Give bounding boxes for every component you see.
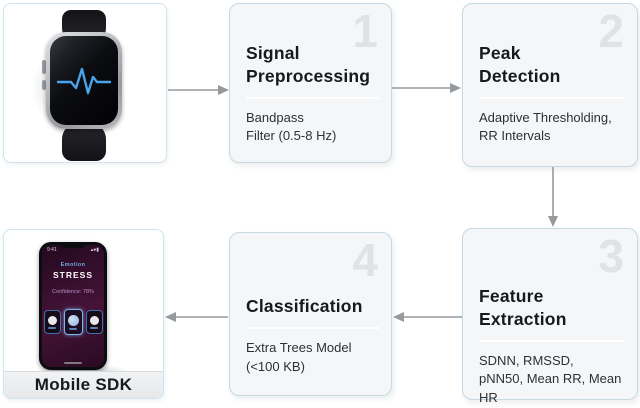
step-subtitle: Extra Trees Model (<100 KB) bbox=[246, 339, 352, 374]
arrow-step2-to-step3 bbox=[548, 167, 558, 227]
step-title: Feature Extraction bbox=[479, 286, 567, 329]
emotion-card-row bbox=[43, 309, 103, 335]
step-box-signal-preprocessing: 1 Signal Preprocessing Bandpass Filter (… bbox=[229, 3, 392, 163]
status-icons: ▴●▮ bbox=[90, 247, 99, 253]
emotion-card-label bbox=[48, 326, 56, 329]
step-box-feature-extraction: 3 Feature Extraction SDNN, RMSSD, pNN50,… bbox=[462, 228, 638, 405]
step-title: Classification bbox=[246, 296, 363, 316]
phone-screen: 9:41 ▴●▮ Emotion STRESS Confidence: 78% bbox=[42, 245, 104, 367]
emotion-card-stress-selected bbox=[63, 309, 83, 335]
home-indicator bbox=[64, 362, 82, 364]
face-icon bbox=[89, 315, 99, 325]
smartwatch-illustration bbox=[46, 32, 122, 129]
step-number: 1 bbox=[352, 5, 378, 57]
watch-screen bbox=[50, 36, 118, 125]
arrow-step4-to-phone bbox=[165, 312, 228, 322]
step-box-peak-detection: 2 Peak Detection Adaptive Thresholding, … bbox=[462, 3, 638, 167]
step-subtitle: Bandpass Filter (0.5-8 Hz) bbox=[246, 109, 337, 144]
step-title: Signal Preprocessing bbox=[246, 43, 371, 86]
arrow-step3-to-step4 bbox=[393, 312, 462, 322]
mobile-sdk-label: Mobile SDK bbox=[4, 371, 163, 398]
step-number: 3 bbox=[598, 230, 624, 282]
divider bbox=[479, 339, 625, 342]
step-title: Peak Detection bbox=[479, 43, 561, 86]
divider bbox=[479, 96, 625, 99]
emotion-card-label bbox=[90, 326, 98, 329]
mobile-sdk-card: 9:41 ▴●▮ Emotion STRESS Confidence: 78% bbox=[3, 229, 164, 399]
arrow-step1-to-step2 bbox=[392, 83, 461, 93]
confidence-text: Confidence: 78% bbox=[52, 289, 94, 295]
face-icon bbox=[47, 315, 57, 325]
smartwatch-card bbox=[3, 3, 167, 163]
emotion-card-calm bbox=[43, 310, 61, 334]
step-number: 4 bbox=[352, 234, 378, 286]
phone-notch bbox=[60, 242, 86, 248]
step-subtitle: Adaptive Thresholding, RR Intervals bbox=[479, 109, 612, 144]
status-time: 9:41 bbox=[47, 247, 57, 253]
watch-side-button bbox=[42, 80, 46, 90]
phone-illustration: 9:41 ▴●▮ Emotion STRESS Confidence: 78% bbox=[39, 242, 107, 370]
step-box-classification: 4 Classification Extra Trees Model (<100… bbox=[229, 232, 392, 396]
face-icon bbox=[67, 314, 79, 326]
phone-status-bar: 9:41 ▴●▮ bbox=[42, 245, 104, 253]
detected-state: STRESS bbox=[52, 270, 93, 280]
app-heading: Emotion bbox=[60, 262, 86, 268]
step-subtitle: SDNN, RMSSD, pNN50, Mean RR, Mean HR bbox=[479, 352, 622, 406]
ecg-waveform-icon bbox=[56, 67, 112, 94]
emotion-card-happy bbox=[85, 310, 103, 334]
emotion-card-label bbox=[69, 327, 77, 330]
step-number: 2 bbox=[598, 5, 624, 57]
watch-side-button bbox=[42, 60, 46, 74]
divider bbox=[246, 326, 379, 329]
arrow-watch-to-step1 bbox=[168, 85, 229, 95]
divider bbox=[246, 96, 379, 99]
watch-strap-bottom bbox=[62, 123, 106, 161]
